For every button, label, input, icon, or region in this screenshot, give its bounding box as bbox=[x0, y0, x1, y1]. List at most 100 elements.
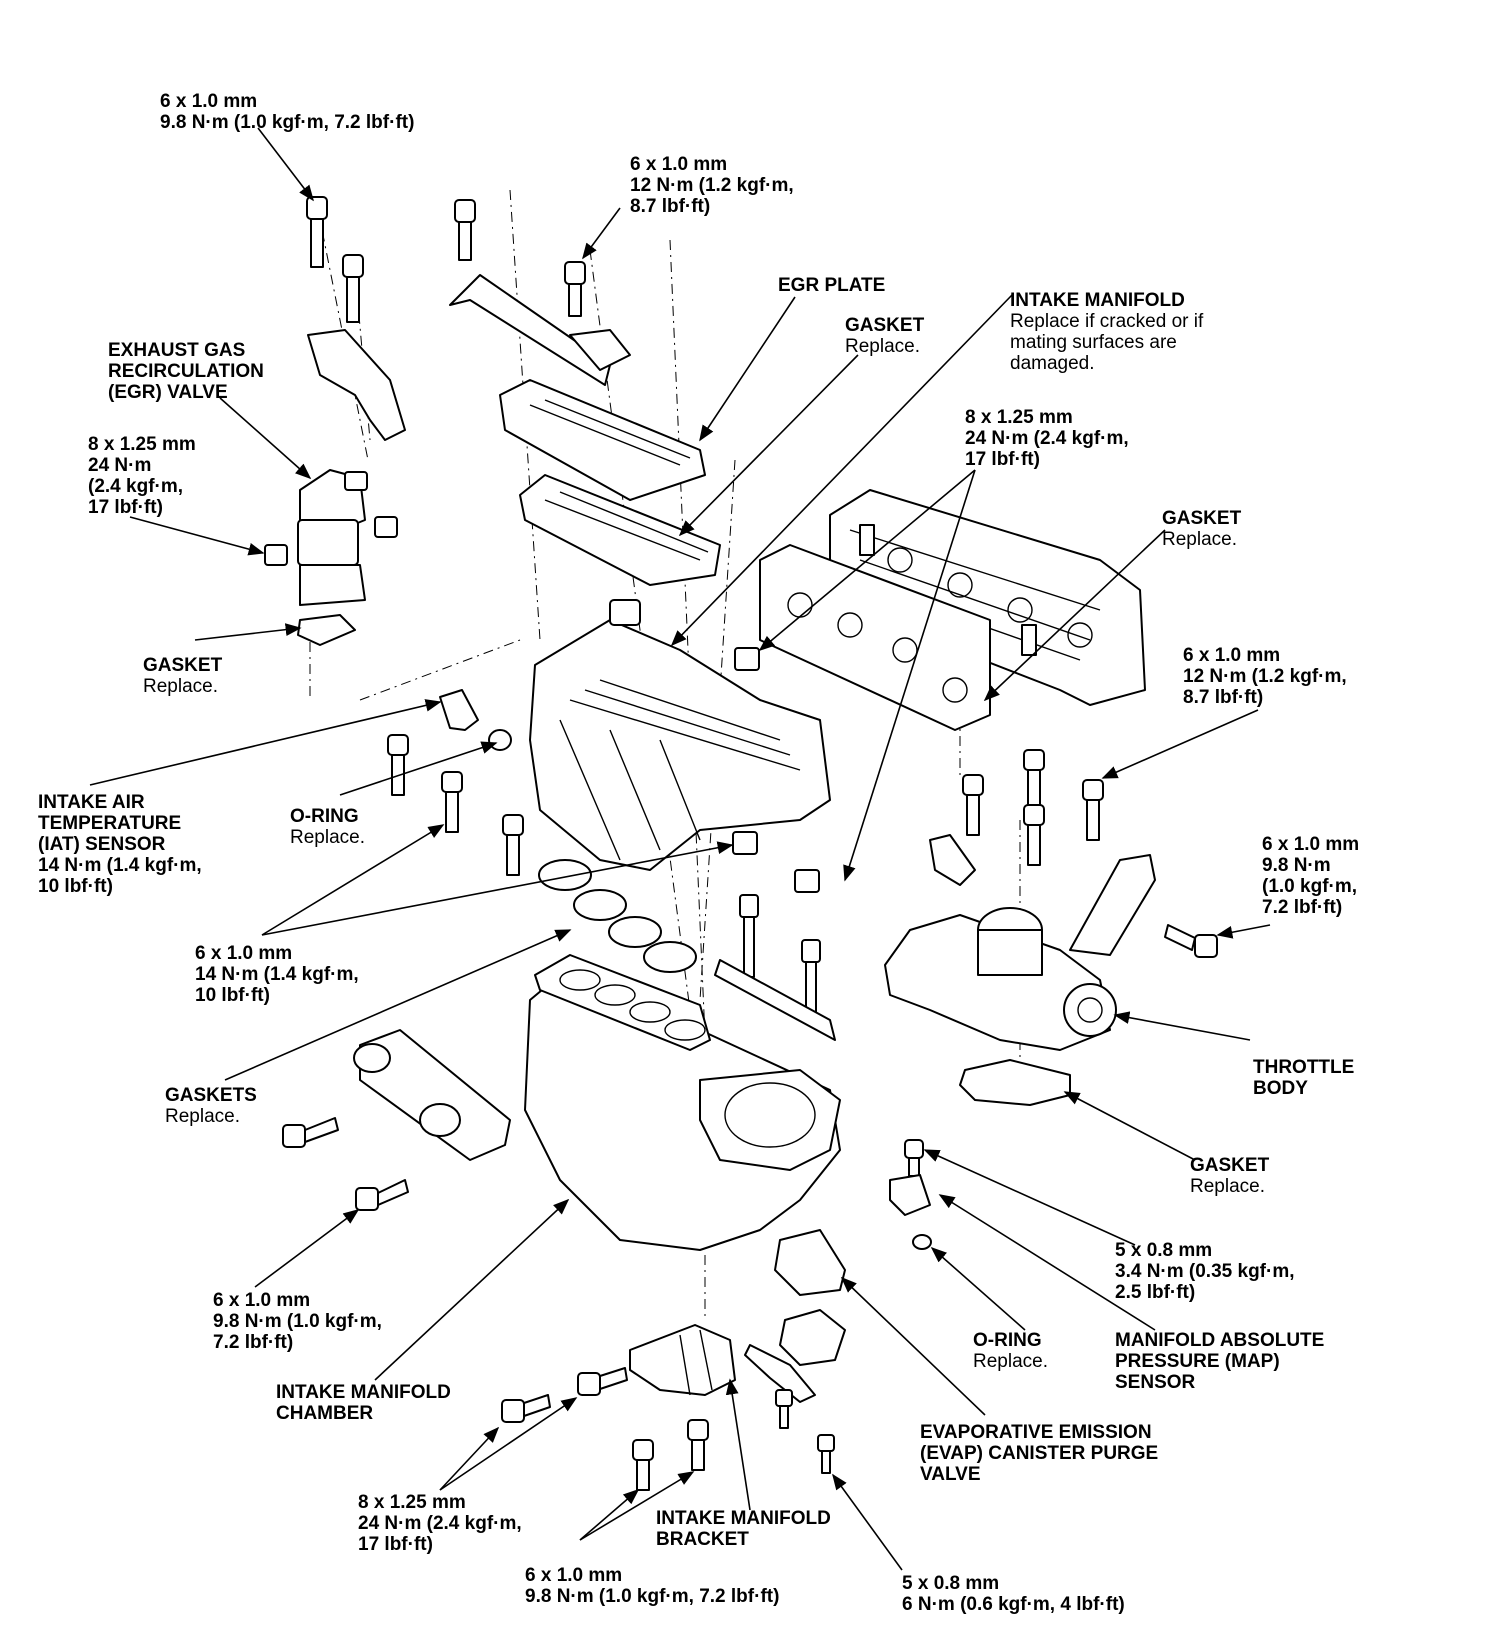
egr-plate-bolt-spec-label: 6 x 1.0 mm 12 N·m (1.2 kgf·m, 8.7 lbf·ft… bbox=[630, 154, 794, 217]
spec-size: 6 x 1.0 mm bbox=[1183, 645, 1281, 666]
manifold-bolt-1 bbox=[387, 734, 409, 796]
spec-torque: (2.4 kgf·m, bbox=[88, 476, 184, 497]
part-name: CHAMBER bbox=[276, 1403, 374, 1424]
egr-plate-part bbox=[499, 379, 706, 501]
manifold-nut-1 bbox=[734, 647, 760, 671]
egr-valve-body bbox=[297, 469, 368, 606]
gasket-egr-plate-label: GASKET Replace. bbox=[845, 315, 924, 357]
spec-torque: 7.2 lbf·ft) bbox=[1262, 897, 1343, 918]
part-name: INTAKE MANIFOLD bbox=[656, 1508, 831, 1529]
part-name: GASKET bbox=[143, 655, 223, 676]
throttle-cable-bracket bbox=[1069, 854, 1156, 956]
chamber-gaskets bbox=[538, 859, 697, 973]
spec-torque: 17 lbf·ft) bbox=[358, 1534, 433, 1555]
egr-plate-group bbox=[449, 199, 721, 586]
spec-torque: (1.0 kgf·m, bbox=[1262, 876, 1358, 897]
egr-nut-spec-label: 8 x 1.25 mm 24 N·m (2.4 kgf·m, 17 lbf·ft… bbox=[88, 434, 196, 518]
part-name: GASKET bbox=[1190, 1155, 1270, 1176]
support-bolt-1 bbox=[282, 1117, 339, 1148]
spec-size: 6 x 1.0 mm bbox=[630, 154, 728, 175]
evap-valve-part bbox=[744, 1229, 846, 1474]
o-ring-map-label: O-RING Replace. bbox=[973, 1330, 1048, 1372]
spec-torque: 6 N·m (0.6 kgf·m, 4 lbf·ft) bbox=[902, 1594, 1125, 1615]
tb-small-bracket bbox=[929, 834, 976, 886]
leader-lines bbox=[89, 127, 1271, 1571]
spec-torque: 9.8 N·m bbox=[1262, 855, 1331, 876]
egr-bolt-spec-label: 6 x 1.0 mm 9.8 N·m (1.0 kgf·m, 7.2 lbf·f… bbox=[160, 91, 414, 133]
egr-valve-group bbox=[264, 196, 406, 646]
spec-torque: 10 lbf·ft) bbox=[195, 985, 270, 1006]
intake-manifold-part bbox=[529, 599, 831, 871]
egr-nut-1 bbox=[264, 544, 288, 566]
egr-plate-label: EGR PLATE bbox=[778, 275, 885, 296]
spec-torque: 24 N·m (2.4 kgf·m, bbox=[358, 1513, 522, 1534]
chamber-support-bracket bbox=[353, 1029, 511, 1161]
head-stud bbox=[859, 524, 875, 556]
part-name: GASKET bbox=[1162, 508, 1242, 529]
spec-torque: 12 N·m (1.2 kgf·m, bbox=[630, 175, 794, 196]
o-ring-iat-label: O-RING Replace. bbox=[290, 806, 365, 848]
egr-valve-gasket bbox=[297, 614, 356, 646]
egr-plate-gasket bbox=[519, 474, 721, 586]
manifold-nut-3 bbox=[794, 869, 820, 893]
part-note: Replace. bbox=[845, 336, 920, 357]
lower-bolt-spec-label: 6 x 1.0 mm 9.8 N·m (1.0 kgf·m, 7.2 lbf·f… bbox=[525, 1565, 779, 1607]
part-name: (EVAP) CANISTER PURGE bbox=[920, 1443, 1159, 1464]
part-name: INTAKE AIR bbox=[38, 792, 145, 813]
spec-torque: 10 lbf·ft) bbox=[38, 876, 113, 897]
spec-torque: 2.5 lbf·ft) bbox=[1115, 1282, 1196, 1303]
spec-torque: 24 N·m bbox=[88, 455, 152, 476]
part-name: (IAT) SENSOR bbox=[38, 834, 166, 855]
part-name: EVAPORATIVE EMISSION bbox=[920, 1422, 1152, 1443]
spec-torque: 24 N·m (2.4 kgf·m, bbox=[965, 428, 1129, 449]
egr-bolt-1 bbox=[306, 196, 328, 268]
part-name: PRESSURE (MAP) bbox=[1115, 1351, 1280, 1372]
gaskets-chamber-label: GASKETS Replace. bbox=[165, 1085, 257, 1127]
part-name: INTAKE MANIFOLD bbox=[1010, 290, 1185, 311]
gasket-tb-label: GASKET Replace. bbox=[1190, 1155, 1269, 1197]
part-note: Replace. bbox=[165, 1106, 240, 1127]
tb-gasket bbox=[959, 1059, 1071, 1106]
intake-manifold-label: INTAKE MANIFOLD Replace if cracked or if… bbox=[1010, 290, 1203, 374]
part-name: O-RING bbox=[973, 1330, 1042, 1351]
spec-size: 8 x 1.25 mm bbox=[88, 434, 196, 455]
part-name: GASKET bbox=[845, 315, 925, 336]
map-o-ring bbox=[912, 1234, 932, 1250]
part-name: THROTTLE bbox=[1253, 1057, 1355, 1078]
bracket-nuts bbox=[501, 1367, 628, 1423]
part-note: Replace. bbox=[143, 676, 218, 697]
spec-size: 8 x 1.25 mm bbox=[965, 407, 1073, 428]
part-name: O-RING bbox=[290, 806, 359, 827]
gasket-egr-valve-label: GASKET Replace. bbox=[143, 655, 222, 697]
spec-torque: 17 lbf·ft) bbox=[965, 449, 1040, 470]
spec-size: 6 x 1.0 mm bbox=[213, 1290, 311, 1311]
part-name: SENSOR bbox=[1115, 1372, 1196, 1393]
part-note: Replace. bbox=[290, 827, 365, 848]
part-name: (EGR) VALVE bbox=[108, 382, 228, 403]
map-sensor-part bbox=[889, 1139, 932, 1250]
gasket-head-label: GASKET Replace. bbox=[1162, 508, 1241, 550]
part-name: TEMPERATURE bbox=[38, 813, 182, 834]
spec-size: 5 x 0.8 mm bbox=[902, 1573, 1000, 1594]
spec-torque: 7.2 lbf·ft) bbox=[213, 1332, 294, 1353]
bracket-bolt-spec-label: 6 x 1.0 mm 9.8 N·m (1.0 kgf·m, 7.2 lbf·f… bbox=[213, 1290, 382, 1353]
spec-torque: 9.8 N·m (1.0 kgf·m, bbox=[213, 1311, 382, 1332]
part-name: BRACKET bbox=[656, 1529, 749, 1550]
spec-size: 6 x 1.0 mm bbox=[1262, 834, 1360, 855]
iat-sensor-label: INTAKE AIR TEMPERATURE (IAT) SENSOR 14 N… bbox=[38, 792, 202, 897]
part-name: MANIFOLD ABSOLUTE bbox=[1115, 1330, 1325, 1351]
spec-torque: 8.7 lbf·ft) bbox=[1183, 687, 1264, 708]
part-name: VALVE bbox=[920, 1464, 981, 1485]
chamber-bolt-spec-label: 6 x 1.0 mm 14 N·m (1.4 kgf·m, 10 lbf·ft) bbox=[195, 943, 359, 1006]
spec-size: 6 x 1.0 mm bbox=[525, 1565, 623, 1586]
part-note: Replace. bbox=[1190, 1176, 1265, 1197]
spec-size: 6 x 1.0 mm bbox=[160, 91, 258, 112]
spec-torque: 14 N·m (1.4 kgf·m, bbox=[38, 855, 202, 876]
bracket-nut-spec-label: 8 x 1.25 mm 24 N·m (2.4 kgf·m, 17 lbf·ft… bbox=[358, 1492, 522, 1555]
egr-bracket bbox=[307, 329, 406, 441]
spec-torque: 8.7 lbf·ft) bbox=[630, 196, 711, 217]
cylinder-head-part bbox=[759, 489, 1146, 731]
intake-chamber-label: INTAKE MANIFOLD CHAMBER bbox=[276, 1382, 451, 1424]
spec-torque: 9.8 N·m (1.0 kgf·m, 7.2 lbf·ft) bbox=[525, 1586, 780, 1607]
part-note: mating surfaces are bbox=[1010, 332, 1177, 353]
